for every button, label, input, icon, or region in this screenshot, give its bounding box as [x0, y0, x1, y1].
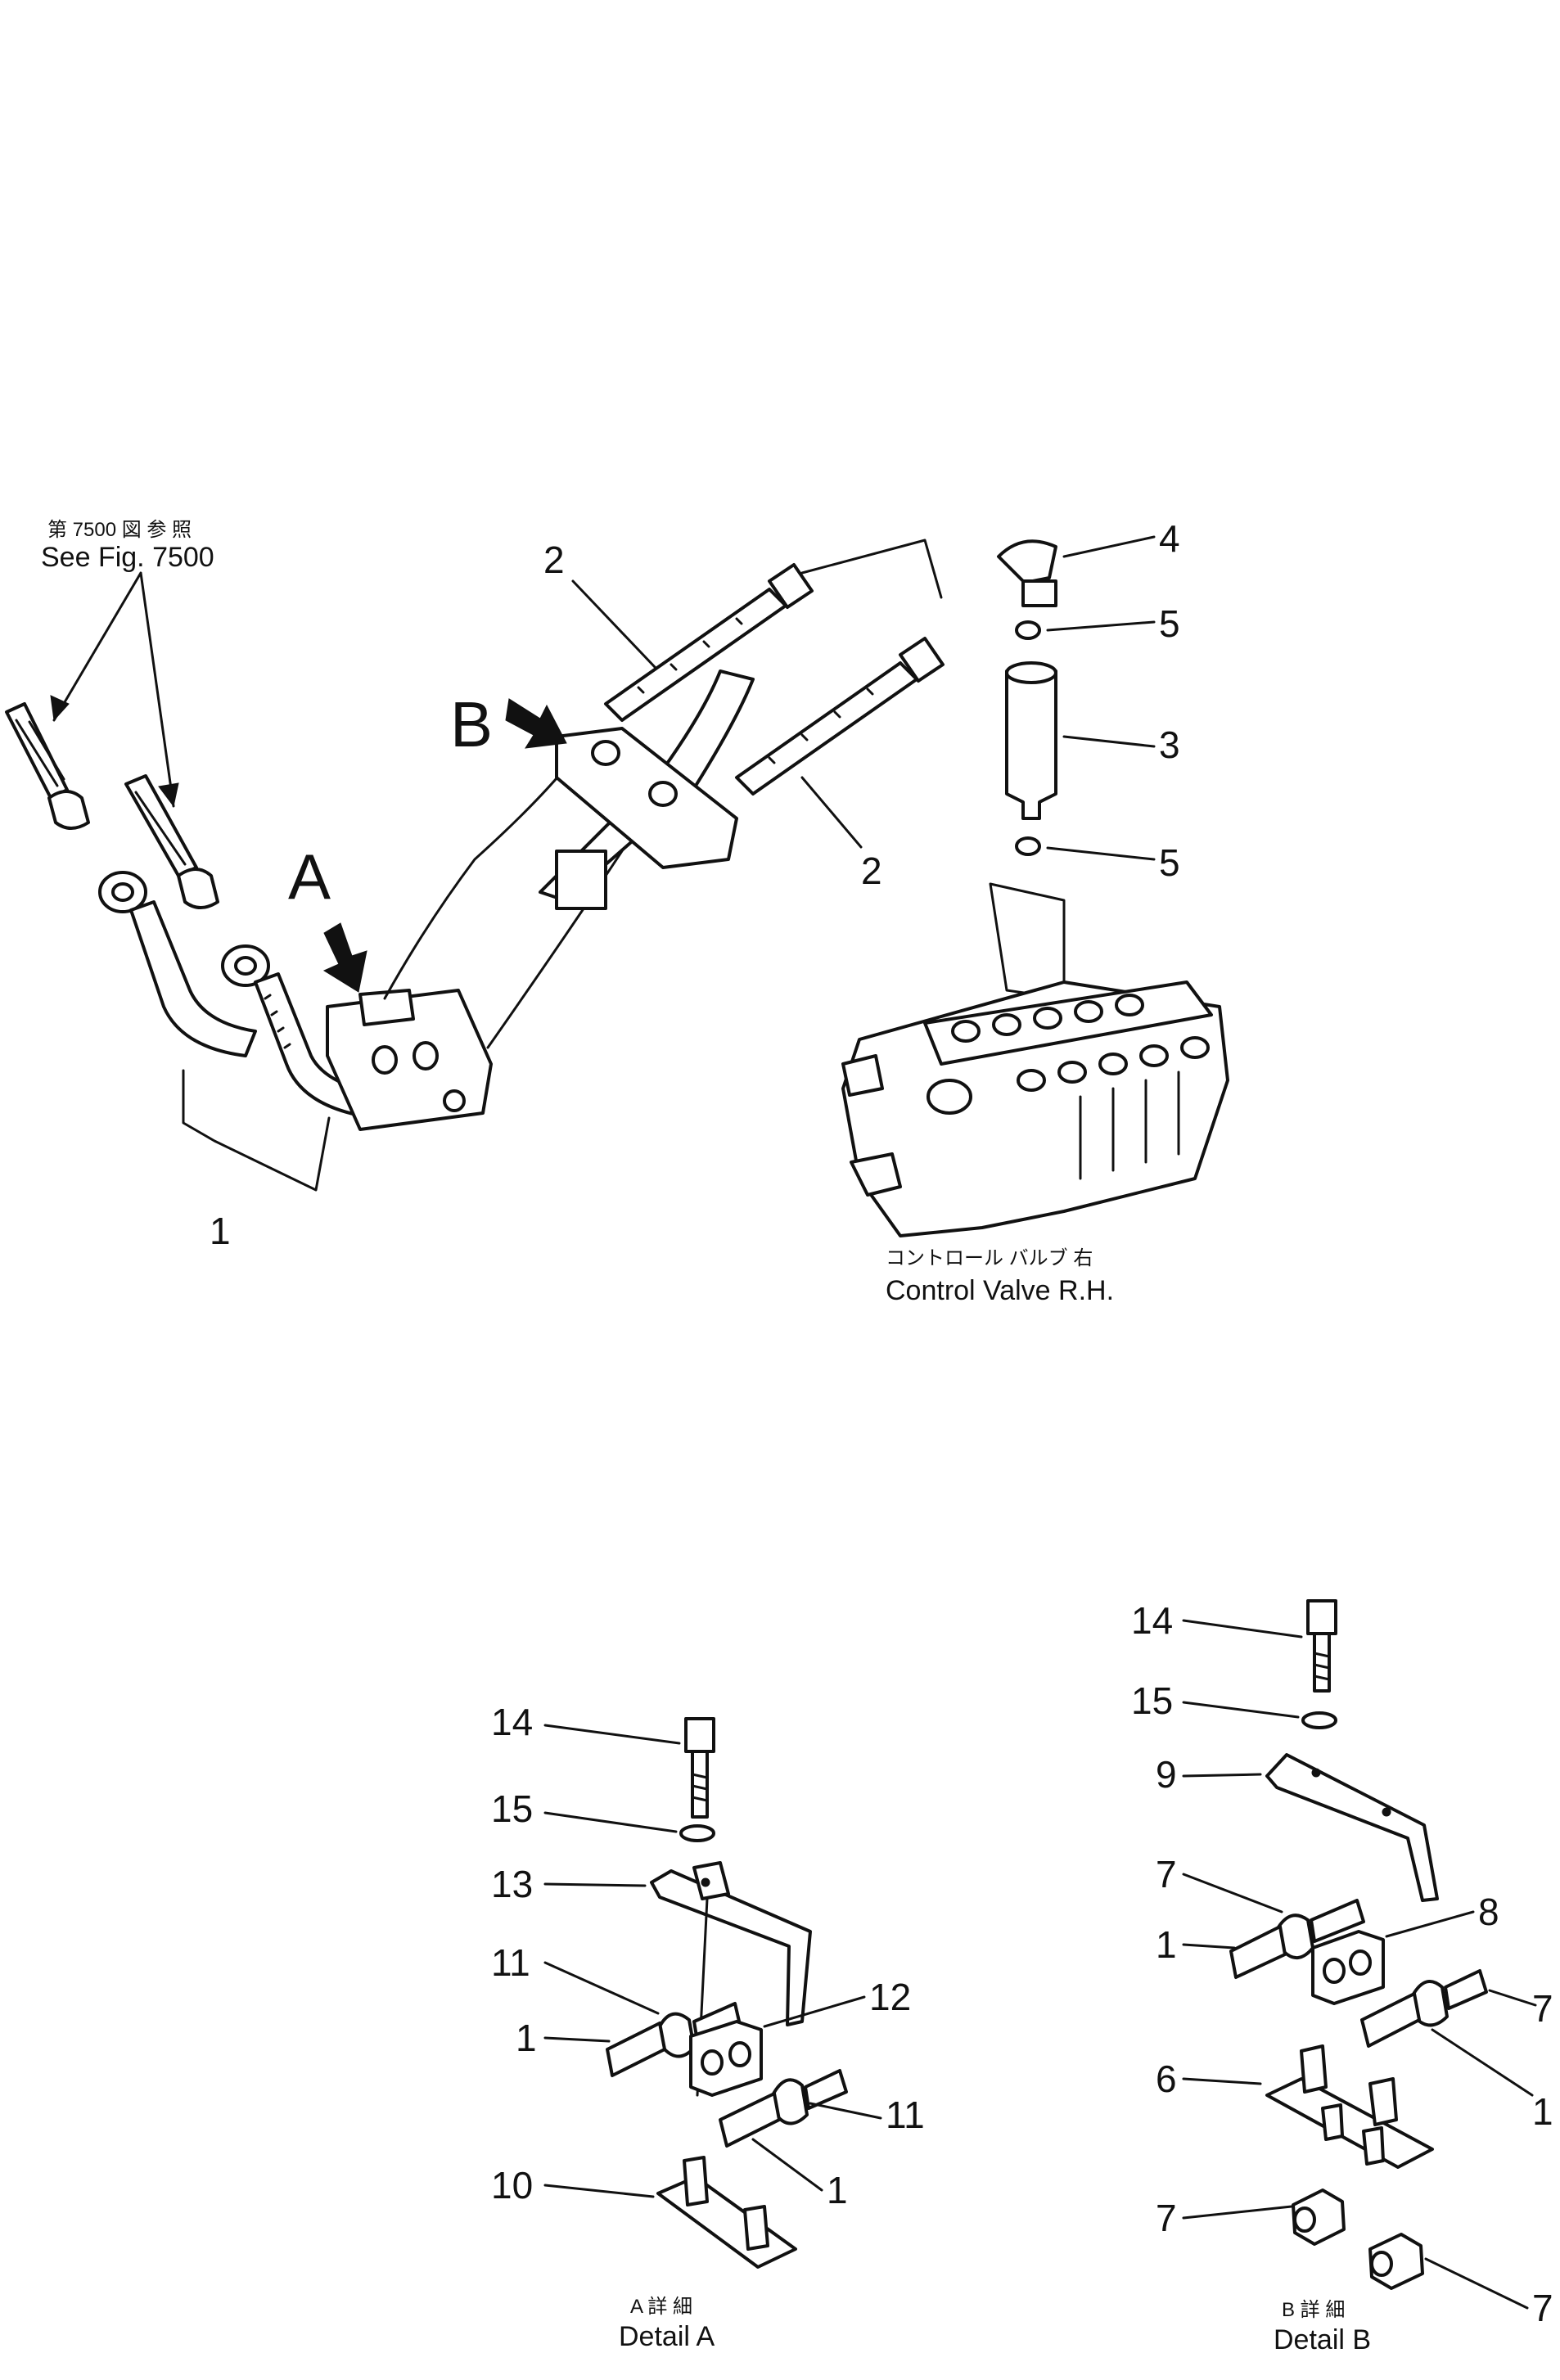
control-valve — [841, 882, 1229, 1237]
callout-a-11-lower: 11 — [886, 2094, 925, 2136]
callout-b-15: 15 — [1131, 1679, 1173, 1722]
callout-b-7-upper: 7 — [1156, 1853, 1177, 1895]
callout-a-11-upper: 11 — [491, 1941, 530, 1984]
detail-b-bolt — [1306, 1599, 1337, 1693]
leader-a-10 — [543, 2184, 655, 2198]
marker-a: A — [288, 841, 331, 913]
hose-1-bracket-leader — [182, 1069, 331, 1192]
callout-b-9: 9 — [1156, 1753, 1177, 1796]
callout-main-4: 4 — [1159, 517, 1180, 560]
leader-b-9 — [1182, 1773, 1262, 1778]
leader-a-11-upper — [543, 1961, 660, 2015]
detail-a-bolt — [684, 1717, 715, 1819]
detail-b-loose-grommet-2 — [1368, 2233, 1424, 2290]
callout-a-10: 10 — [491, 2164, 533, 2206]
detail-b-clamp-9 — [1265, 1753, 1439, 1902]
detail-b-loose-grommet-1 — [1292, 2188, 1346, 2246]
upstream-pipes — [5, 702, 219, 909]
see-fig-jp: 第 7500 図 参 照 — [47, 519, 192, 541]
leader-a-11-lower — [809, 2102, 882, 2120]
leader-a-12 — [763, 1995, 866, 2028]
detail-a-clamp-13 — [650, 1861, 812, 2026]
callout-b-7-loose-1: 7 — [1156, 2197, 1177, 2239]
marker-a-arrow — [322, 922, 367, 993]
leader-3 — [1062, 735, 1156, 748]
leader-b-6 — [1182, 2077, 1262, 2085]
oring-5-lower — [1015, 836, 1041, 856]
spacer-3 — [1005, 661, 1057, 820]
detail-b-block-8 — [1311, 1930, 1385, 2005]
callout-main-5-upper: 5 — [1159, 602, 1180, 645]
callout-a-1-left: 1 — [516, 2017, 537, 2059]
callout-a-15: 15 — [491, 1787, 533, 1830]
leader-b-15 — [1182, 1701, 1300, 1719]
callout-main-2-upper: 2 — [543, 539, 565, 581]
detail-b-washer — [1301, 1711, 1337, 1729]
hoses-2 — [604, 563, 945, 796]
leader-a-15 — [543, 1811, 678, 1833]
leader-b-7-upper — [1182, 1873, 1283, 1913]
leader-5-lower — [1046, 846, 1156, 861]
detail-a-caption-jp: A 詳 細 — [630, 2296, 692, 2318]
detail-a-grommet-lower — [719, 2069, 848, 2148]
callout-b-6: 6 — [1156, 2058, 1177, 2100]
leader-b-7-loose-1 — [1182, 2205, 1293, 2220]
leader-a-14 — [543, 1724, 681, 1745]
callout-main-1: 1 — [210, 1210, 231, 1252]
callout-main-5-lower: 5 — [1159, 841, 1180, 884]
callout-b-7-loose-2: 7 — [1532, 2287, 1553, 2329]
marker-b: B — [450, 688, 493, 760]
detail-b-caption-en: Detail B — [1274, 2324, 1371, 2355]
detail-b-grommet-upper — [1229, 1899, 1365, 1979]
see-fig-leaders — [52, 571, 175, 808]
hose-assembly-1 — [98, 871, 399, 1121]
callout-a-13: 13 — [491, 1863, 533, 1905]
see-fig-arrowheads — [50, 695, 179, 808]
callout-b-14: 14 — [1131, 1599, 1173, 1642]
marker-b-arrow — [505, 698, 567, 749]
detail-b-grommet-right — [1360, 1969, 1488, 2048]
leader-4 — [1062, 535, 1156, 558]
oring-5-upper — [1015, 620, 1041, 640]
control-valve-label-jp: コントロール バルブ 右 — [886, 1247, 1093, 1269]
leader-2-lower — [800, 776, 863, 849]
callout-b-1-right: 1 — [1532, 2090, 1553, 2133]
see-fig-en: See Fig. 7500 — [41, 542, 214, 573]
leader-b-1-left — [1182, 1943, 1236, 1950]
detail-a-bracket-10 — [656, 2156, 797, 2269]
callout-main-2-lower: 2 — [861, 850, 882, 892]
leader-b-7-right — [1488, 1989, 1537, 2007]
leader-5-upper — [1046, 620, 1156, 632]
callout-a-12: 12 — [869, 1976, 911, 2018]
detail-a-washer — [679, 1824, 715, 1842]
leader-b-1-right — [1431, 2028, 1534, 2097]
callout-b-8: 8 — [1478, 1891, 1499, 1933]
callout-main-3: 3 — [1159, 723, 1180, 766]
elbow-fitting-4 — [997, 539, 1057, 607]
clamp-a — [326, 989, 493, 1131]
leader-a-13 — [543, 1882, 647, 1887]
leader-2-upper — [571, 579, 656, 669]
clamp-b — [555, 727, 738, 910]
detail-a-caption-en: Detail A — [619, 2321, 715, 2352]
detail-b-bracket-6 — [1265, 2044, 1434, 2169]
leader-b-8 — [1385, 1910, 1475, 1938]
leader-b-7-loose-2 — [1424, 2257, 1529, 2310]
leader-a-1-right — [751, 2138, 823, 2192]
detail-b-caption-jp: B 詳 細 — [1282, 2299, 1345, 2321]
callout-a-14: 14 — [491, 1701, 533, 1743]
leader-b-14 — [1182, 1619, 1303, 1639]
detail-a-block-12 — [689, 2020, 763, 2097]
callout-a-1-right: 1 — [827, 2169, 848, 2211]
leader-a-1-left — [543, 2036, 611, 2043]
callout-b-1-left: 1 — [1156, 1923, 1177, 1966]
callout-b-7-right: 7 — [1532, 1987, 1553, 2030]
control-valve-label-en: Control Valve R.H. — [886, 1275, 1114, 1306]
hose-2-bracket-leader — [800, 539, 943, 599]
